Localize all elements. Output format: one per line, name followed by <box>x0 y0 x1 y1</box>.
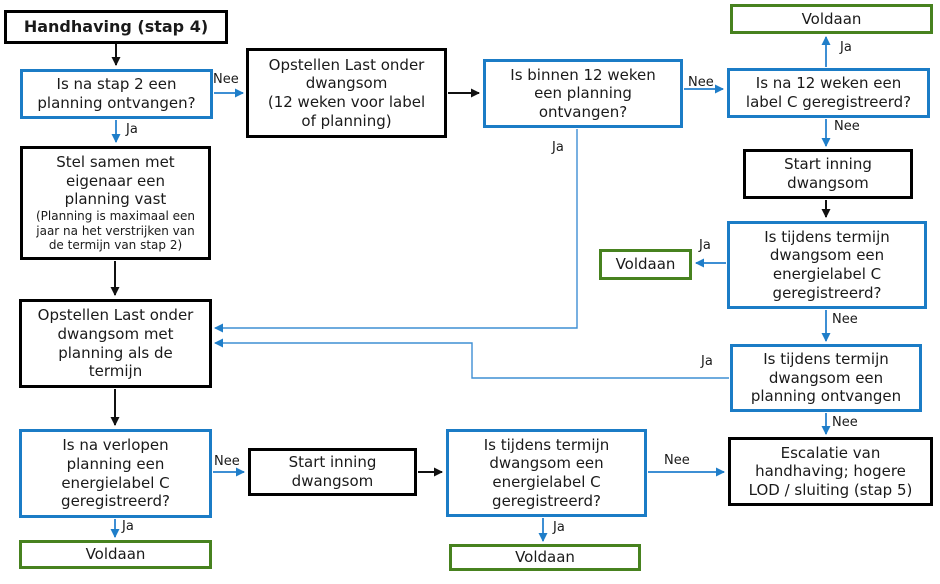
edge-label-ja-d1: Ja <box>126 122 138 137</box>
edge-label-nee-d1: Nee <box>213 72 239 87</box>
edge-label-ja-d7: Ja <box>553 520 565 535</box>
edge-label-nee-d3: Nee <box>834 119 860 134</box>
arrow-d5-ja-to-p5 <box>214 338 729 379</box>
edge-label-nee-d6: Nee <box>214 454 240 469</box>
decision-planning-during-term: Is tijdens termijn dwangsom een planning… <box>730 344 922 412</box>
start-box-handhaving: Handhaving (stap 4) <box>4 10 228 44</box>
process-set-planning-text: Stel samen met eigenaar een planning vas… <box>56 153 175 209</box>
edge-label-ja-d3: Ja <box>840 40 852 55</box>
process-set-planning-with-owner: Stel samen met eigenaar een planning vas… <box>20 146 211 260</box>
decision-label-c-during-term-right: Is tijdens termijn dwangsom een energiel… <box>727 221 927 309</box>
edge-label-nee-d7: Nee <box>664 453 690 468</box>
process-escalation-step5: Escalatie van handhaving; hogere LOD / s… <box>728 437 933 506</box>
process-set-planning-note: (Planning is maximaal een jaar na het ve… <box>36 208 195 253</box>
edge-label-nee-d2: Nee <box>688 75 714 90</box>
process-start-collection-bottom: Start inning dwangsom <box>248 448 417 496</box>
edge-label-ja-d5: Ja <box>701 354 713 369</box>
process-draft-lod-with-planning: Opstellen Last onder dwangsom met planni… <box>19 299 212 388</box>
decision-planning-after-step2: Is na stap 2 een planning ontvangen? <box>20 69 213 119</box>
edge-label-ja-d6: Ja <box>122 519 134 534</box>
decision-planning-within-12-weeks: Is binnen 12 weken een planning ontvange… <box>483 59 683 128</box>
decision-label-c-after-planning: Is na verlopen planning een energielabel… <box>19 429 212 518</box>
decision-label-c-during-term-bottom: Is tijdens termijn dwangsom een energiel… <box>446 429 647 517</box>
arrow-d2-ja-to-p5 <box>214 129 578 333</box>
outcome-voldaan-middle: Voldaan <box>599 249 692 280</box>
process-draft-lod-12-weeks: Opstellen Last onder dwangsom (12 weken … <box>246 48 447 138</box>
outcome-voldaan-top: Voldaan <box>730 4 933 34</box>
edge-label-nee-d5: Nee <box>832 415 858 430</box>
outcome-voldaan-bottom-left: Voldaan <box>19 540 212 569</box>
edge-label-ja-d4: Ja <box>699 238 711 253</box>
edge-label-nee-d4: Nee <box>832 312 858 327</box>
decision-label-c-after-12-weeks: Is na 12 weken een label C geregistreerd… <box>727 68 930 118</box>
outcome-voldaan-bottom-middle: Voldaan <box>449 544 641 571</box>
process-start-collection-right: Start inning dwangsom <box>743 149 913 199</box>
edge-label-ja-d2: Ja <box>552 140 564 155</box>
